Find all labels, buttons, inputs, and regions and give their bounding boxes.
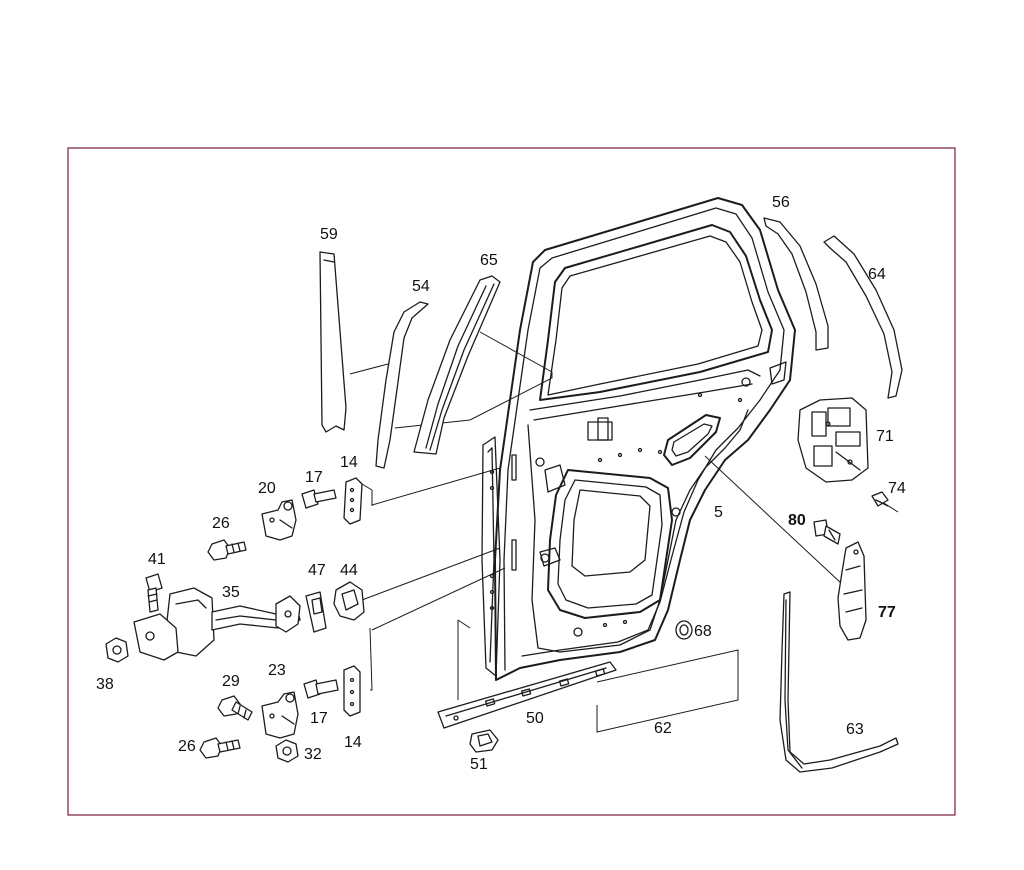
label-38: 38 — [96, 676, 114, 693]
part-17-upper-screw — [301, 489, 337, 509]
label-20: 20 — [258, 480, 276, 497]
part-54-bar — [375, 301, 429, 469]
label-71: 71 — [876, 428, 894, 445]
part-26-upper-bolt — [207, 539, 247, 561]
door-shell — [481, 197, 796, 681]
part-71-lock — [797, 397, 869, 483]
part-29-bolt — [217, 695, 253, 721]
part-47-clip — [305, 591, 327, 633]
part-44-grommet — [333, 581, 365, 621]
part-80-screw — [813, 519, 841, 545]
leader-lines — [349, 331, 899, 733]
label-47: 47 — [308, 562, 326, 579]
label-65: 65 — [480, 252, 498, 269]
label-41: 41 — [148, 551, 166, 568]
label-17-lower: 17 — [310, 710, 328, 727]
label-80: 80 — [788, 512, 806, 529]
part-35-check-strap — [133, 587, 301, 661]
label-77: 77 — [878, 604, 896, 621]
label-32: 32 — [304, 746, 322, 763]
label-51: 51 — [470, 756, 488, 773]
part-20-hinge — [261, 499, 297, 541]
part-74-pin — [871, 491, 889, 507]
part-65-rail — [413, 275, 501, 455]
part-14-lower-plate — [343, 665, 361, 717]
label-56: 56 — [772, 194, 790, 211]
label-5: 5 — [714, 504, 723, 521]
label-29: 29 — [222, 673, 240, 690]
part-63-seal — [779, 591, 899, 773]
part-59-strip — [319, 251, 347, 433]
part-32-nut — [275, 739, 299, 763]
part-26-lower-bolt — [199, 737, 241, 759]
part-64-strip — [823, 235, 903, 399]
part-50-sill — [437, 661, 617, 729]
label-14-upper: 14 — [340, 454, 358, 471]
part-17-lower-screw — [303, 679, 339, 699]
label-54: 54 — [412, 278, 430, 295]
label-17-upper: 17 — [305, 469, 323, 486]
diagram-frame — [67, 147, 956, 816]
part-14-upper-plate — [343, 477, 373, 525]
label-64: 64 — [868, 266, 886, 283]
label-68: 68 — [694, 623, 712, 640]
part-23-hinge — [261, 691, 299, 739]
part-56-strip — [763, 217, 829, 351]
label-14-lower: 14 — [344, 734, 362, 751]
part-41-bolt — [145, 573, 163, 613]
label-35: 35 — [222, 584, 240, 601]
part-38-nut — [105, 637, 129, 663]
label-26-lower: 26 — [178, 738, 196, 755]
label-50: 50 — [526, 710, 544, 727]
part-77-bracket — [837, 541, 867, 641]
label-59: 59 — [320, 226, 338, 243]
label-23: 23 — [268, 662, 286, 679]
label-26-upper: 26 — [212, 515, 230, 532]
part-51-clip — [469, 729, 499, 753]
label-44: 44 — [340, 562, 358, 579]
label-74: 74 — [888, 480, 906, 497]
part-68-plug — [675, 620, 693, 640]
label-62: 62 — [654, 720, 672, 737]
label-63: 63 — [846, 721, 864, 738]
part-labels: 5 14 14 17 17 20 23 26 26 29 32 35 38 41… — [96, 194, 906, 773]
